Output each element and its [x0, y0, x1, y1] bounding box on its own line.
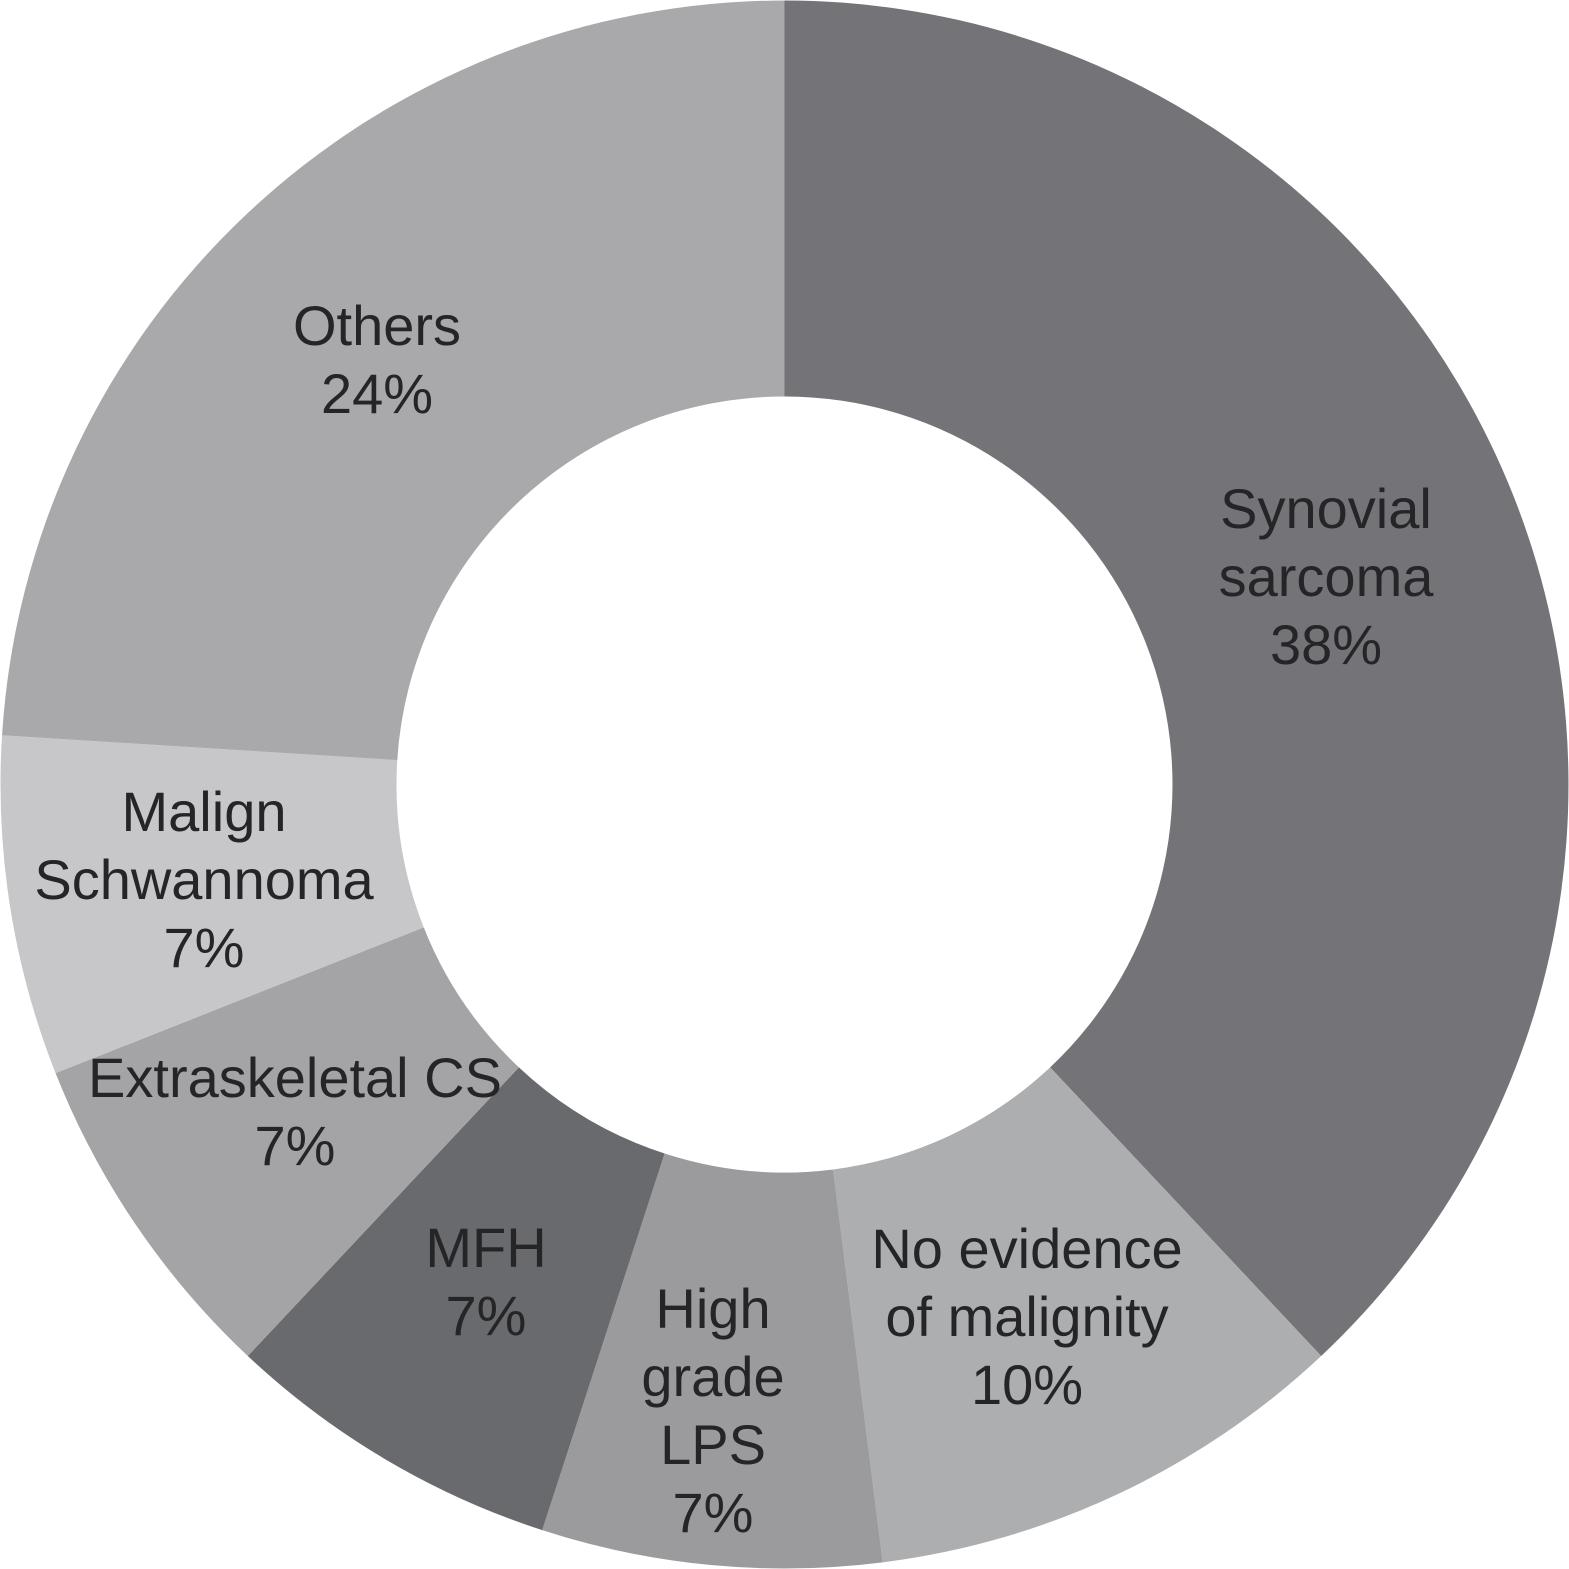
slice-malign-schwannoma	[0, 735, 424, 1074]
slice-extraskeletal-cs	[55, 927, 519, 1357]
slice-mfh	[247, 1067, 665, 1531]
slice-no-evidence-of-malignity	[833, 1067, 1322, 1563]
slice-synovial-sarcoma	[784, 0, 1569, 1357]
slice-high-grade-lps	[542, 1153, 883, 1569]
slice-others	[2, 0, 785, 761]
